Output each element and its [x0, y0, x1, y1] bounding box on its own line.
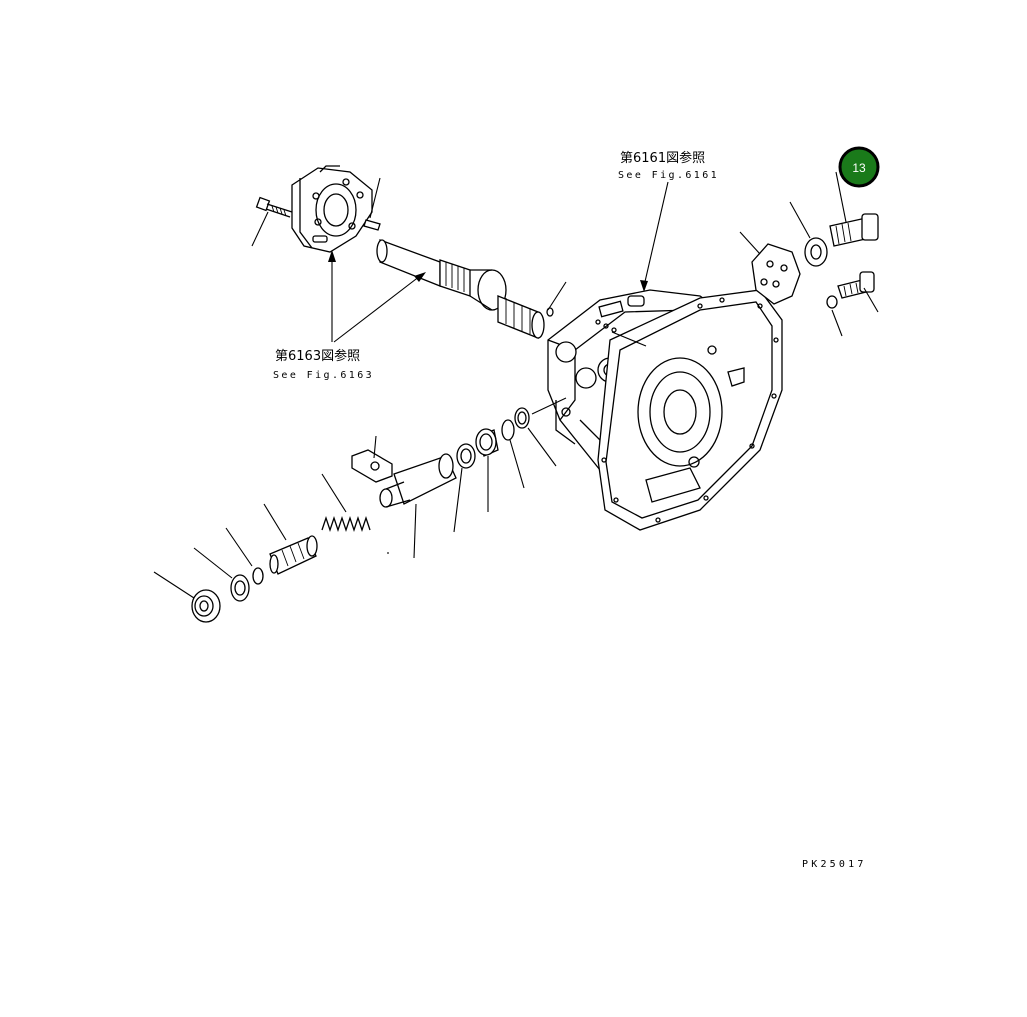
cap-nut	[191, 589, 221, 623]
leader-lines	[153, 171, 879, 599]
reference-arrows	[328, 181, 669, 343]
flange-bolt	[255, 196, 293, 218]
hex-bolt-upper	[829, 213, 879, 247]
hex-bolt-lower	[837, 271, 875, 299]
flange-assembly	[291, 165, 373, 253]
o-ring-large	[514, 407, 530, 429]
washer-left	[230, 574, 250, 602]
drawing-code: PK25017	[802, 859, 867, 870]
callout-fig6163-en: See Fig.6163	[273, 370, 374, 381]
washer-right	[826, 295, 838, 309]
o-ring-small	[252, 567, 264, 585]
seal-ring	[456, 443, 476, 469]
drive-shaft	[376, 239, 545, 339]
plunger	[269, 535, 318, 575]
callout-fig6163-jp: 第6163図参照	[275, 348, 360, 364]
callout-fig6161-en: See Fig.6161	[618, 170, 719, 181]
spring	[321, 515, 371, 533]
mounting-flange	[597, 289, 783, 531]
dowel-pin	[363, 219, 381, 231]
hex-nut	[804, 237, 828, 267]
callout-fig6161-jp: 第6161図参照	[620, 150, 705, 166]
bracket	[351, 449, 393, 483]
part-number-label: 13	[852, 161, 866, 175]
spool	[379, 453, 457, 508]
cover-plate	[751, 243, 801, 305]
o-ring-mid	[501, 419, 515, 441]
part-number-badge[interactable]: 13	[838, 146, 880, 188]
bushing	[475, 428, 499, 457]
